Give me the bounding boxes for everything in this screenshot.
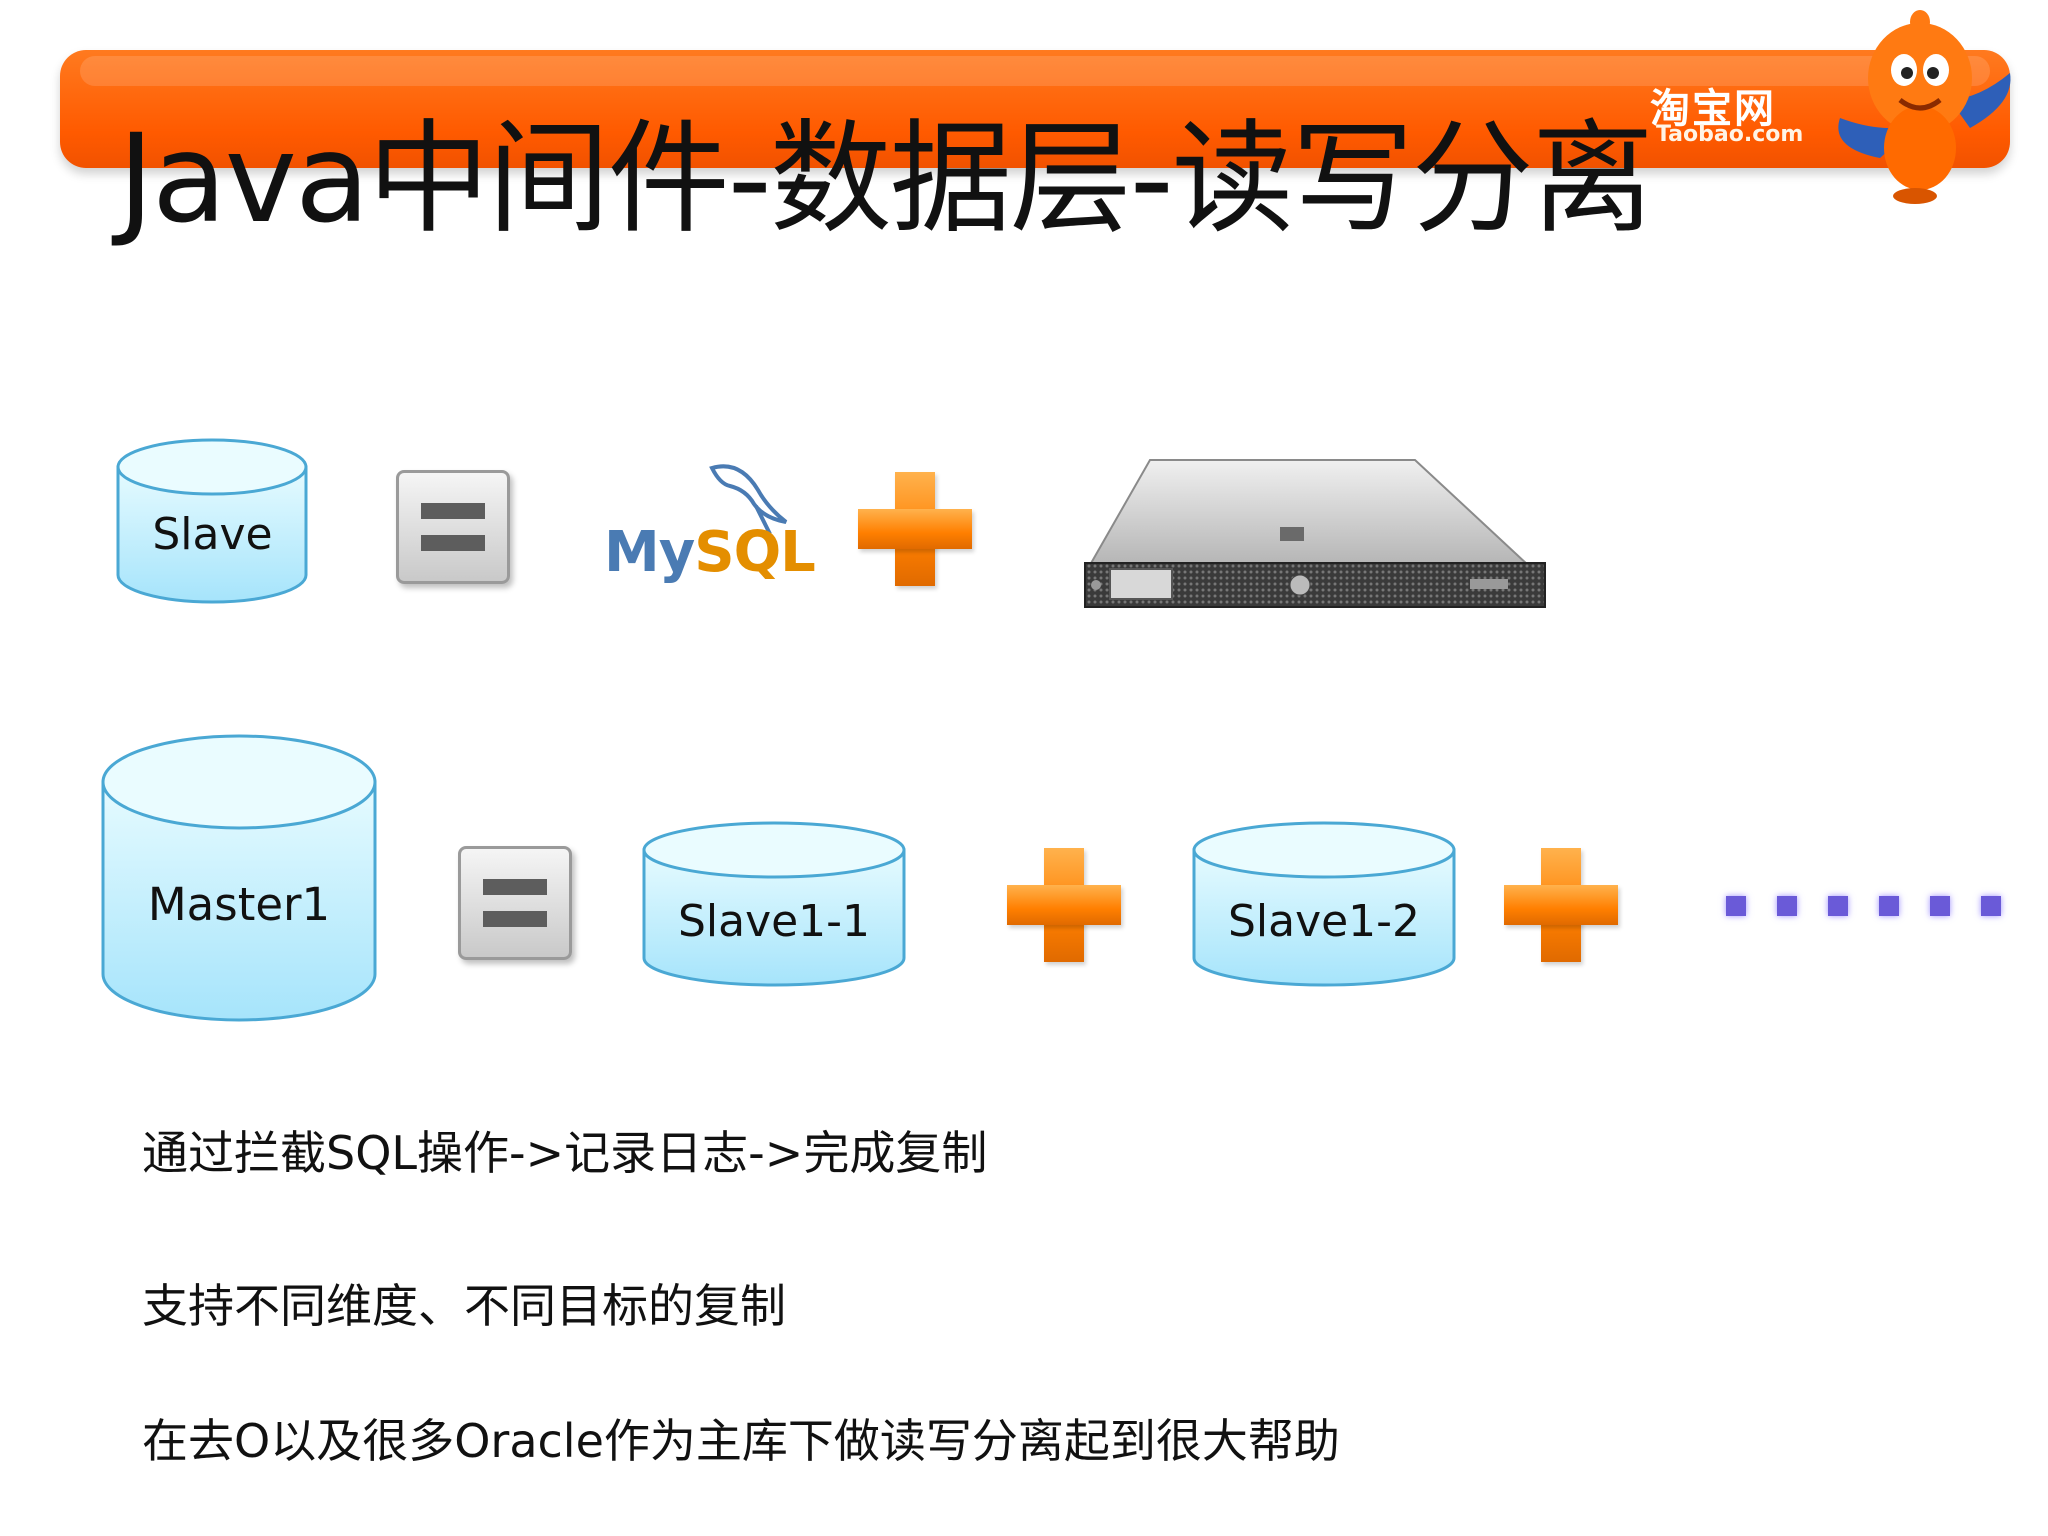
equals-icon — [396, 470, 510, 584]
slide-title: Java中间件-数据层-读写分离 — [118, 108, 1654, 250]
bullet-line-1: 通过拦截SQL操作->记录日志->完成复制 — [142, 1126, 988, 1180]
master-label: Master1 — [147, 878, 331, 931]
rack-server-image — [1084, 459, 1546, 608]
slave-cylinder: Slave — [115, 437, 310, 607]
slave1-1-label: Slave1-1 — [677, 896, 871, 947]
slave1-2-label: Slave1-2 — [1227, 896, 1421, 947]
bullet-line-2: 支持不同维度、不同目标的复制 — [142, 1279, 786, 1333]
mysql-logo: MySQL — [604, 520, 816, 585]
brand-name: 淘宝网 — [1650, 86, 1776, 132]
brand-domain: Taobao.com — [1656, 122, 1804, 147]
mysql-logo-sql: SQL — [694, 520, 816, 585]
plus-icon — [1007, 848, 1121, 962]
master-cylinder: Master1 — [100, 732, 378, 1024]
taobao-mascot-icon — [1838, 10, 2011, 204]
slide-header: 淘宝网 Taobao.com Java中间件-数据层-读写分离 — [0, 0, 2048, 260]
header-band — [60, 50, 2010, 168]
slave1-1-cylinder: Slave1-1 — [641, 820, 907, 990]
plus-icon — [1504, 848, 1618, 962]
mysql-dolphin-icon — [709, 464, 788, 535]
equals-icon — [458, 846, 572, 960]
slave1-2-cylinder: Slave1-2 — [1191, 820, 1457, 990]
ellipsis-more — [1720, 896, 2020, 926]
bullet-line-3: 在去O以及很多Oracle作为主库下做读写分离起到很大帮助 — [142, 1414, 1340, 1468]
mysql-logo-my: My — [604, 520, 695, 585]
plus-icon — [858, 472, 972, 586]
slave-label: Slave — [152, 509, 273, 560]
